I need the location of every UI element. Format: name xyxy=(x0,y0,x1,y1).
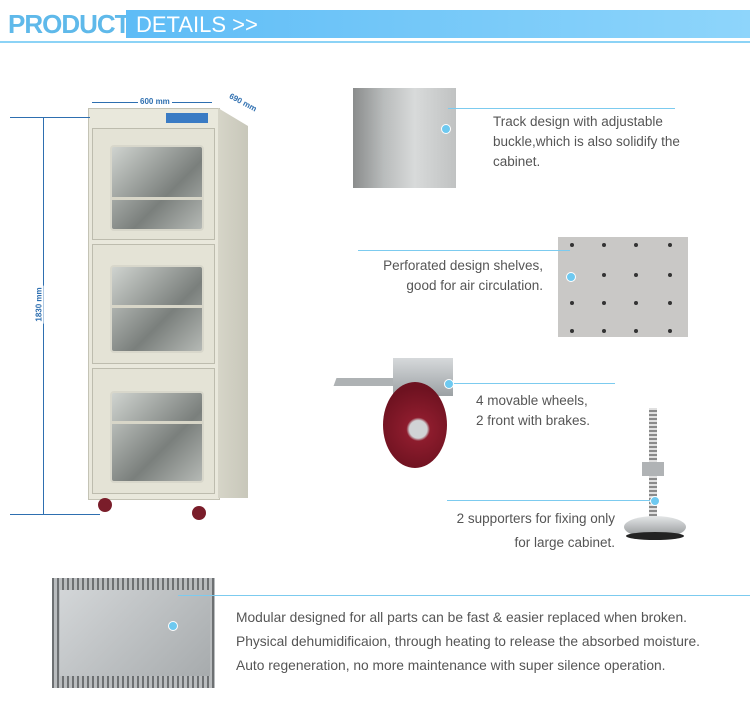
header-divider xyxy=(0,41,750,43)
control-panel xyxy=(166,113,208,123)
text-line: buckle,which is also solidify the xyxy=(493,134,680,149)
feature-wheels-text: 4 movable wheels, 2 front with brakes. xyxy=(476,391,590,431)
text-line: good for air circulation. xyxy=(406,278,543,293)
text-line: 2 supporters for fixing only xyxy=(456,511,615,526)
text-line: for large cabinet. xyxy=(514,535,615,550)
caster-wheel-photo xyxy=(333,340,465,470)
leveling-foot-photo xyxy=(620,408,690,548)
feature-module-text: Modular designed for all parts can be fa… xyxy=(236,606,700,678)
header-product: PRODUCT xyxy=(8,9,131,39)
track-photo xyxy=(353,88,456,188)
text-line: 2 front with brakes. xyxy=(476,413,591,428)
text-line: Auto regeneration, no more maintenance w… xyxy=(236,658,666,673)
perforated-shelf-photo xyxy=(558,237,688,337)
width-dimension: 600 mm xyxy=(138,97,172,106)
height-dimension: 1830 mm xyxy=(34,285,44,324)
text-line: Modular designed for all parts can be fa… xyxy=(236,610,687,625)
text-line: 4 movable wheels, xyxy=(476,393,588,408)
header-band: DETAILS >> xyxy=(126,10,750,38)
text-line: Track design with adjustable xyxy=(493,114,663,129)
header-details: DETAILS >> xyxy=(136,12,258,37)
feature-track-text: Track design with adjustable buckle,whic… xyxy=(493,112,680,172)
text-line: Perforated design shelves, xyxy=(383,258,543,273)
cabinet-image xyxy=(88,108,253,528)
text-line: Physical dehumidificaion, through heatin… xyxy=(236,634,701,649)
feature-supporters-text: 2 supporters for fixing only for large c… xyxy=(400,507,615,555)
feature-shelves-text: Perforated design shelves, good for air … xyxy=(343,256,543,296)
text-line: cabinet. xyxy=(493,154,541,169)
dehumidifier-module-photo xyxy=(52,578,215,688)
